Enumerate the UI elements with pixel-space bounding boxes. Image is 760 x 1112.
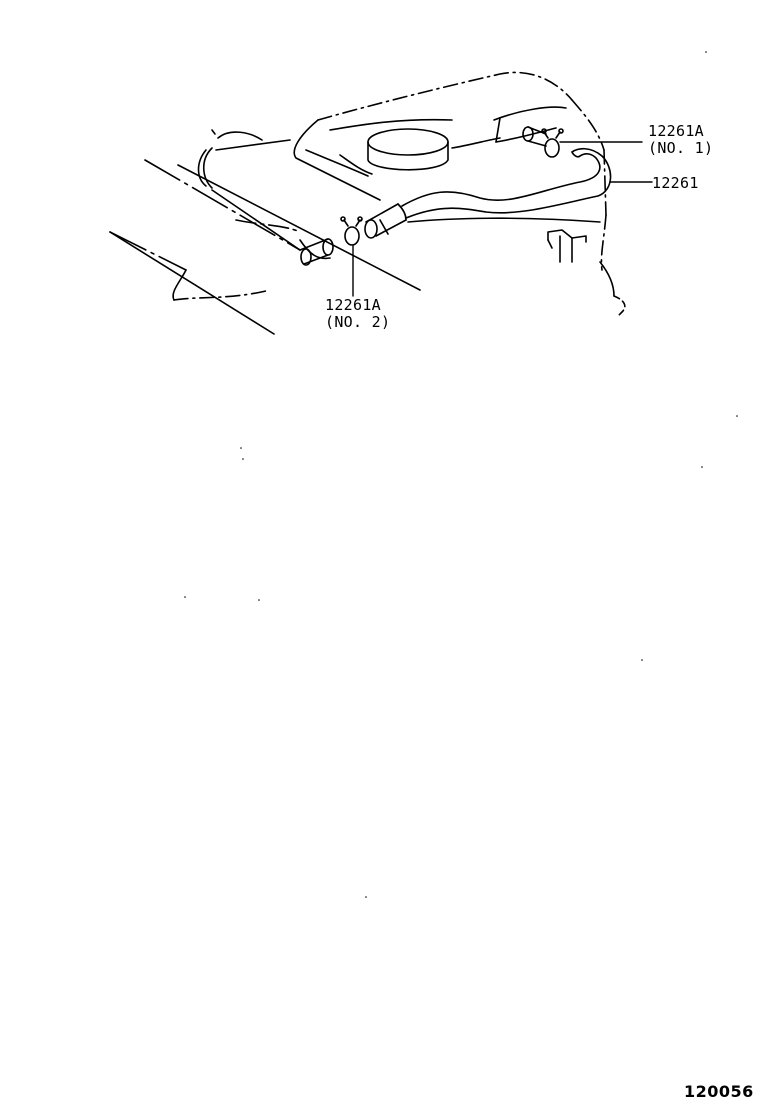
bracket [547,229,587,263]
engine-cover-edges [293,106,567,201]
callout-clamp-no1-qualifier: (NO. 1) [648,139,714,157]
clamp-no1-icon [541,128,564,158]
filler-cap [367,128,449,171]
callout-clamp-no1: 12261A (NO. 1) [642,123,713,157]
callout-clamp-no2-qualifier: (NO. 2) [325,313,391,331]
scan-specks [184,51,738,898]
engine-cover-outline [173,71,607,301]
clamp-no2-icon [340,216,363,246]
callout-clamp-no2-part-number: 12261A [325,296,381,314]
ventilation-hose [364,147,612,239]
hose-nipple-lower [299,238,334,266]
leader-lines [352,141,653,297]
intake-assembly [109,131,421,335]
callout-clamp-no2: 12261A (NO. 2) [325,297,390,331]
callout-hose-part-number: 12261 [652,174,699,192]
housing-edge-right [599,261,626,317]
callout-hose: 12261 [652,175,699,192]
callout-clamp-no1-part-number: 12261A [648,122,704,140]
figure-code: 120056 [684,1082,754,1101]
